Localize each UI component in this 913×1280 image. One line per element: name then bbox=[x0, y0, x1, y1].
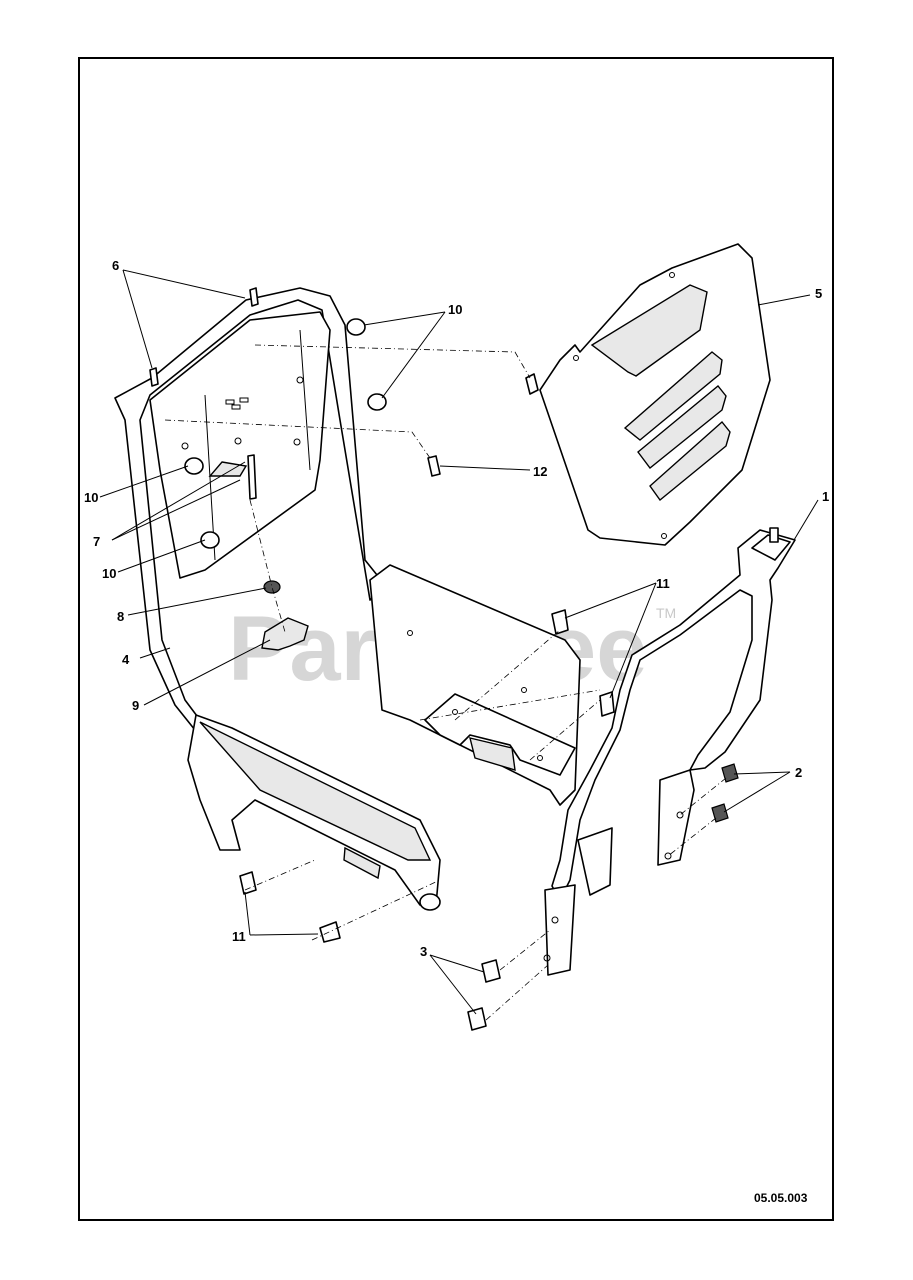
callout-10-top: 10 bbox=[448, 302, 462, 317]
rear-panel-part-5 bbox=[539, 243, 771, 546]
callout-11-lower: 11 bbox=[232, 929, 246, 944]
callout-10-middle: 10 bbox=[84, 490, 98, 505]
callout-1: 1 bbox=[822, 489, 829, 504]
alignment-lines bbox=[164, 344, 727, 1021]
leader-lines bbox=[99, 269, 819, 1015]
drawing-border bbox=[78, 57, 834, 1221]
frame-tube-part-4 bbox=[114, 287, 441, 911]
callout-4: 4 bbox=[122, 652, 130, 667]
callout-12: 12 bbox=[533, 464, 547, 479]
callout-5: 5 bbox=[815, 286, 822, 301]
callout-9: 9 bbox=[132, 698, 139, 713]
callout-10-bottom: 10 bbox=[102, 566, 116, 581]
callout-3: 3 bbox=[420, 944, 427, 959]
watermark-trademark: TM bbox=[656, 605, 676, 621]
callout-2: 2 bbox=[795, 765, 802, 780]
seat-pan bbox=[369, 564, 581, 806]
callout-6: 6 bbox=[112, 258, 119, 273]
bolts bbox=[149, 287, 739, 1031]
bumper-knobs-part-10 bbox=[184, 318, 387, 549]
nut-and-knob-parts-8-9 bbox=[261, 580, 309, 651]
callout-7: 7 bbox=[93, 534, 100, 549]
seat-bracket-plate bbox=[149, 311, 331, 579]
callout-labels: 1 2 3 4 5 6 7 8 9 10 10 10 11 11 12 bbox=[84, 258, 829, 959]
support-arm-part-1 bbox=[543, 527, 796, 976]
callout-8: 8 bbox=[117, 609, 124, 624]
drawing-reference-number: 05.05.003 bbox=[754, 1191, 808, 1205]
callout-11-upper: 11 bbox=[656, 576, 670, 591]
